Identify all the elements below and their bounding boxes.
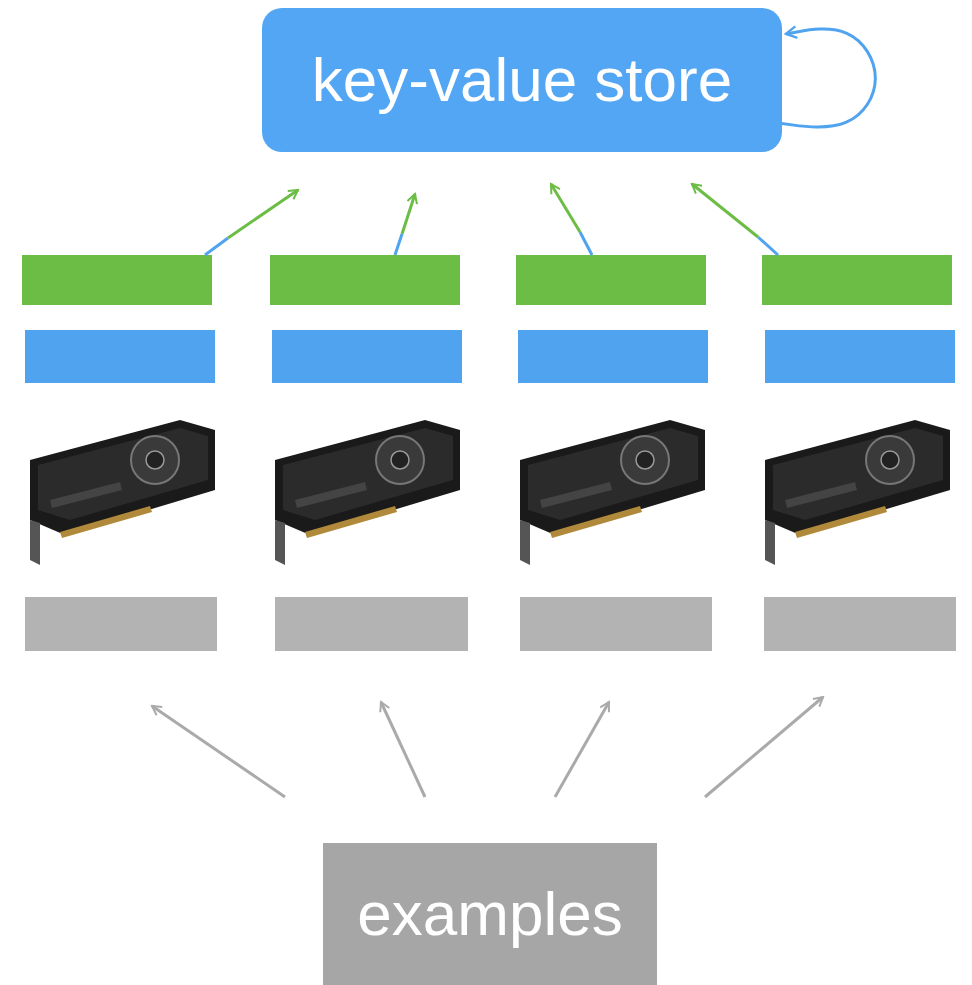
input-arrows <box>152 697 823 797</box>
node-label: key-value store <box>312 46 732 114</box>
push-arrows <box>205 184 778 255</box>
loop-arrow <box>780 29 875 127</box>
store-box: key-value store <box>262 8 782 152</box>
gpu-cards <box>30 420 950 565</box>
blue-bars <box>25 330 955 383</box>
node-label: examples <box>357 880 622 948</box>
input-box: examples <box>323 843 657 985</box>
green-bars <box>22 255 952 305</box>
grey-bars <box>25 597 956 651</box>
